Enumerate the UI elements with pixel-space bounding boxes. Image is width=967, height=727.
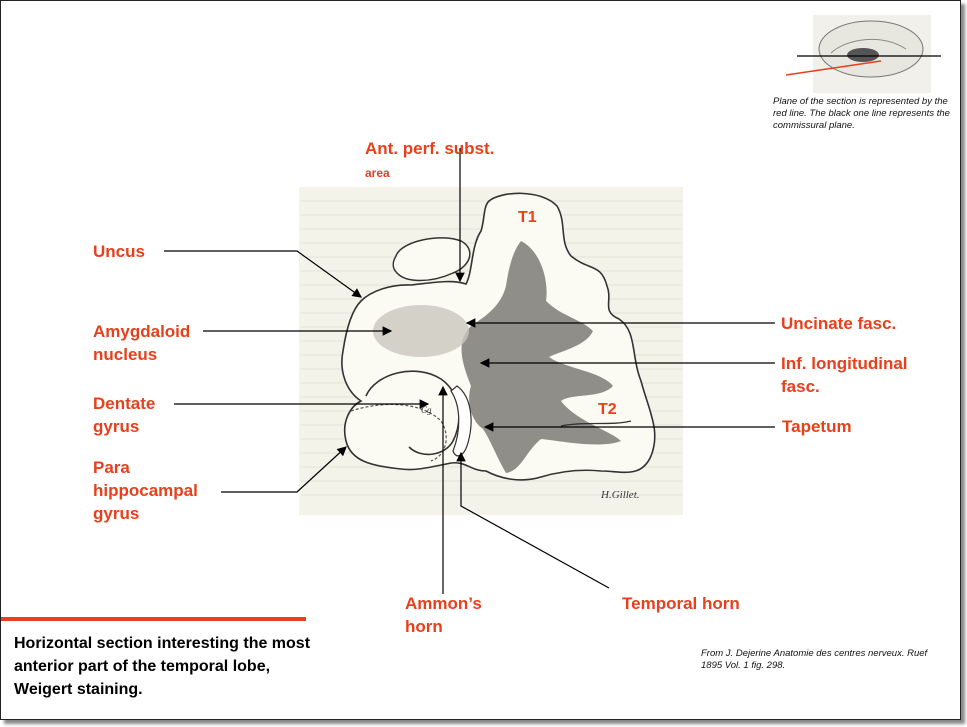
leader-uncus (164, 250, 362, 298)
caption: Horizontal section interesting the most … (14, 635, 311, 698)
plate-signature: H.Gillet. (600, 489, 640, 501)
label-temporal-horn: Temporal horn (622, 594, 740, 613)
label-ant-perf-main: Ant. perf. subst. (365, 139, 495, 158)
plane-thumbnail (785, 15, 941, 93)
label-inf-longitudinal-fasc: Inf. longitudinal fasc. (781, 354, 908, 396)
leader-parahippocampal (221, 446, 347, 493)
amygdala-shading (373, 305, 469, 357)
leader-temporal-horn (456, 451, 610, 589)
plane-note: Plane of the section is represented by t… (773, 96, 950, 131)
caption-rule (1, 617, 306, 621)
label-ant-perf-subst: Ant. perf. subst. area (365, 114, 494, 185)
label-ammons-horn: Ammon’s horn (405, 594, 482, 636)
label-uncus: Uncus (93, 242, 145, 261)
source-note: From J. Dejerine Anatomie des centres ne… (701, 648, 928, 671)
plate-mark: Cg (421, 405, 432, 415)
white-matter (461, 241, 621, 473)
label-tapetum: Tapetum (782, 417, 852, 436)
isolated-gyrus (392, 237, 471, 282)
label-amygdaloid-nucleus: Amygdaloid nucleus (93, 322, 191, 364)
label-parahippocampal-gyrus: Para hippocampal gyrus (93, 458, 198, 523)
label-dentate-gyrus: Dentate gyrus (93, 394, 156, 436)
label-ant-perf-sub: area (365, 166, 390, 180)
t2-sulcus (560, 420, 632, 427)
label-uncinate-fasc: Uncinate fasc. (781, 314, 897, 333)
section-plane-line (785, 60, 882, 76)
label-t1: T1 (518, 209, 537, 226)
hippocampus-inner (350, 403, 447, 462)
label-t2: T2 (598, 401, 617, 418)
